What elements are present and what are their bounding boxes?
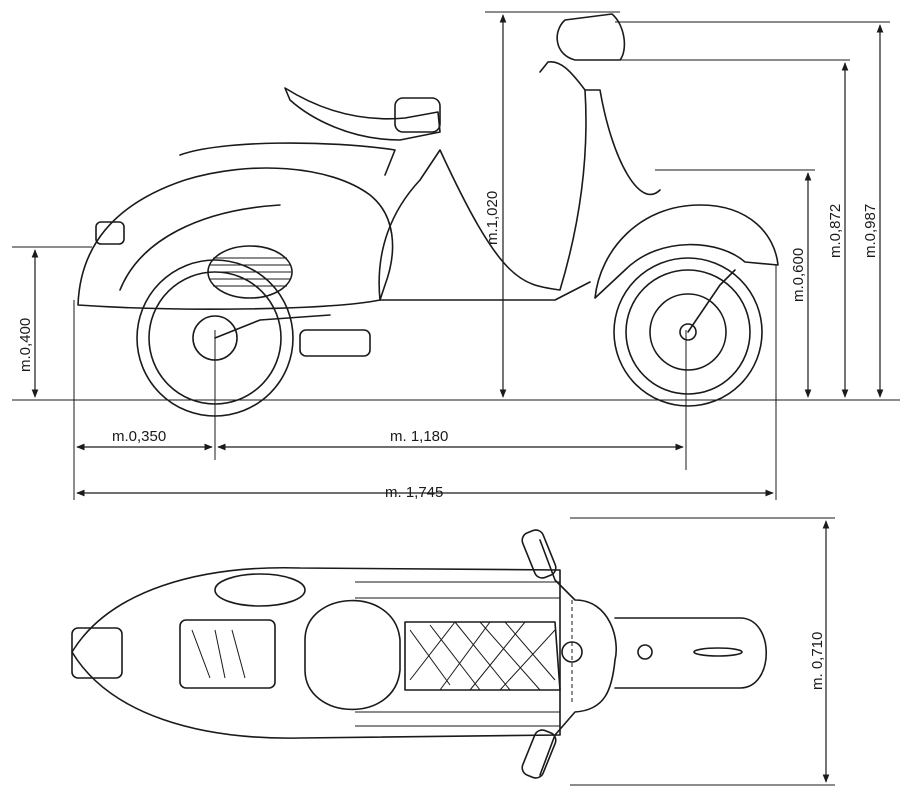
side-view: m.0,400 m.1,020 m.0,600 m.0,872 m.0,987 … <box>12 11 900 501</box>
front-wheel <box>613 257 763 407</box>
rear-cover <box>179 619 276 689</box>
label-overall-height: m.0,987 <box>862 204 879 258</box>
label-rear-overhang: m.0,350 <box>112 428 166 445</box>
label-overall-length: m. 1,745 <box>385 484 443 501</box>
top-body-outline <box>71 566 561 739</box>
front-suspension <box>687 269 736 333</box>
floor-mat <box>404 621 561 691</box>
floorboard <box>379 281 591 301</box>
steering-column <box>539 61 586 91</box>
headset <box>556 13 626 61</box>
front-fender-top <box>614 617 768 689</box>
tail-light-top <box>71 627 123 679</box>
label-rear-height: m.0,400 <box>17 318 34 372</box>
seat <box>284 87 441 141</box>
label-mid-height: m.0,872 <box>827 204 844 258</box>
floor-rails <box>355 581 560 727</box>
label-seat-height: m.1,020 <box>484 191 501 245</box>
label-front-axle-height: m.0,600 <box>790 248 807 302</box>
front-fender <box>594 204 779 299</box>
engine-grille <box>207 245 293 299</box>
seat-top <box>304 599 401 711</box>
swing-arm <box>214 314 331 339</box>
label-wheelbase: m. 1,180 <box>390 428 448 445</box>
fuel-cap-area <box>214 573 306 607</box>
rear-cowl <box>77 167 394 310</box>
handlebar <box>521 529 617 779</box>
tail-light <box>95 221 125 245</box>
leg-shield <box>378 89 661 301</box>
muffler <box>299 329 371 357</box>
top-view: m. 0,710 <box>71 517 835 786</box>
label-overall-width: m. 0,710 <box>809 632 826 690</box>
